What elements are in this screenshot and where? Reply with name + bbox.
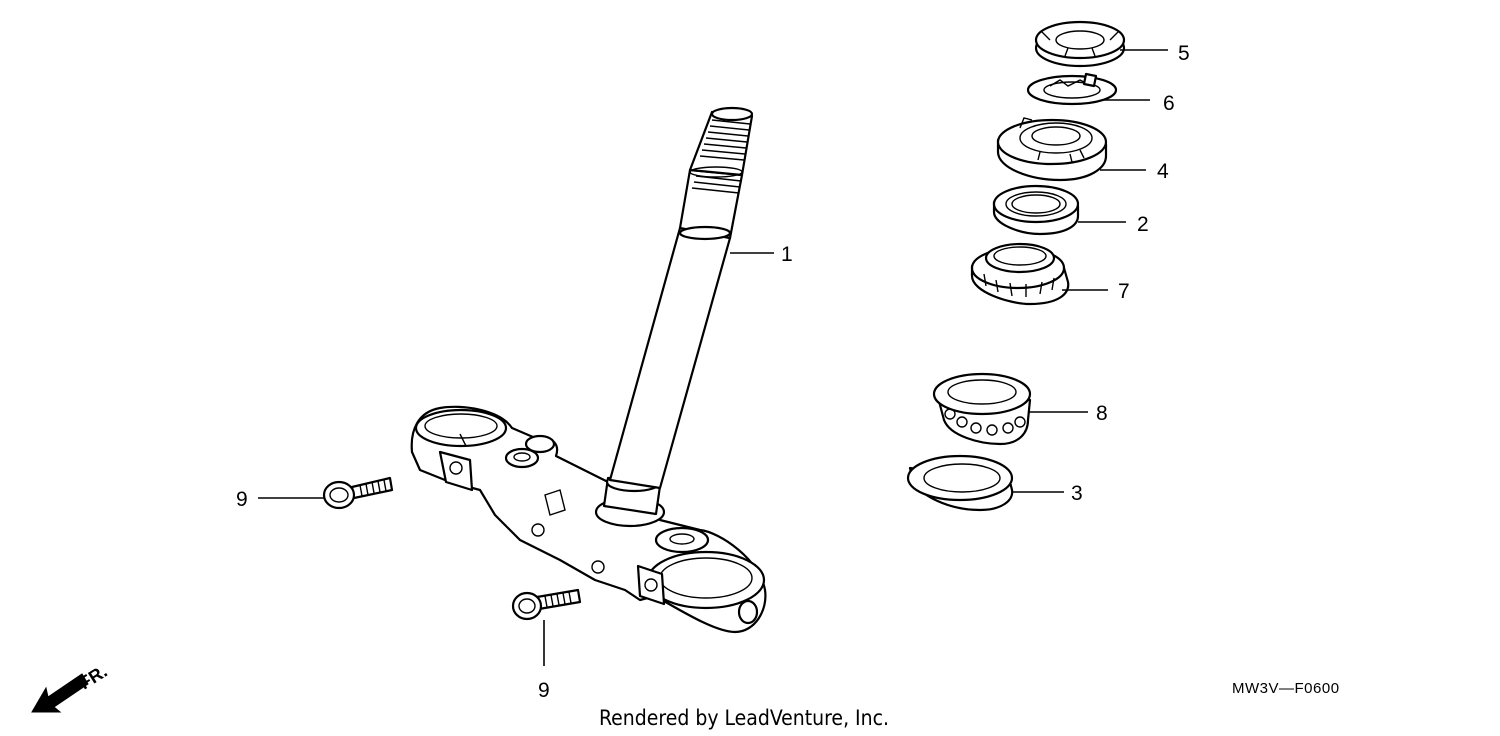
bolt-lower[interactable]	[511, 588, 582, 621]
adjusting-nut[interactable]	[996, 117, 1108, 182]
diagram-code: MW3V—F0600	[1232, 680, 1340, 697]
callout-9-lower: 9	[538, 679, 550, 702]
callout-7: 7	[1118, 280, 1130, 303]
callout-2: 2	[1137, 213, 1149, 236]
dust-seal[interactable]	[992, 184, 1080, 236]
callout-3: 3	[1071, 482, 1083, 505]
callout-6: 6	[1163, 92, 1175, 115]
front-arrow-icon	[31, 673, 89, 713]
steering-stem[interactable]	[410, 106, 767, 634]
upper-bearing[interactable]	[970, 242, 1070, 306]
leader-lines	[258, 49, 1168, 666]
callout-8: 8	[1096, 402, 1108, 425]
credit-text: Rendered by LeadVenture, Inc.	[599, 706, 889, 730]
callout-1: 1	[781, 243, 793, 266]
callout-4: 4	[1157, 160, 1169, 183]
lower-bearing[interactable]	[932, 372, 1032, 446]
bolt-upper[interactable]	[322, 476, 394, 510]
lower-dust-seal[interactable]	[906, 454, 1014, 512]
lock-nut[interactable]	[1034, 20, 1126, 68]
lock-washer[interactable]	[1026, 72, 1118, 106]
callout-5: 5	[1178, 42, 1190, 65]
callout-9-upper: 9	[236, 488, 248, 511]
